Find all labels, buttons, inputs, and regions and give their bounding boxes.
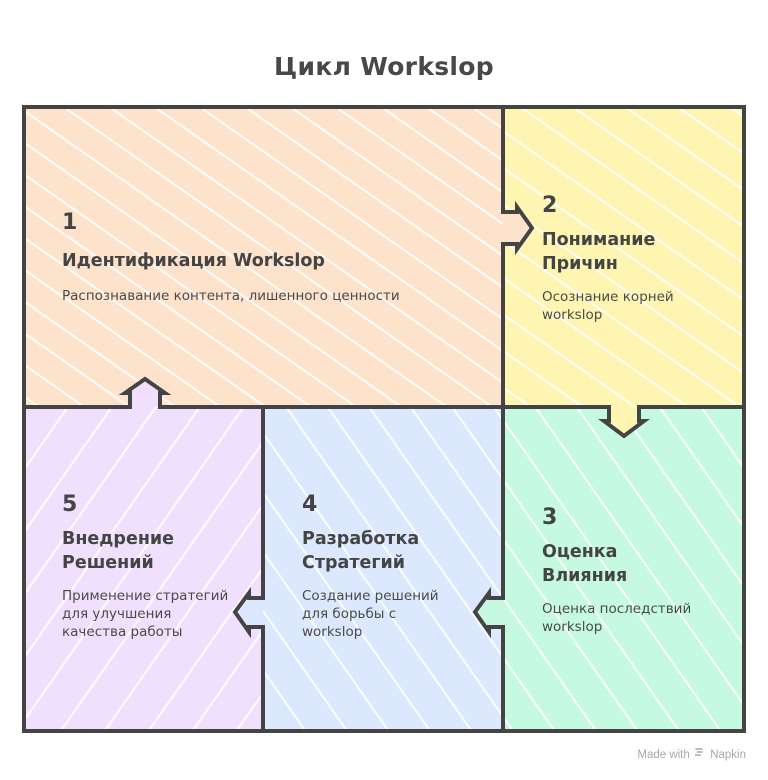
arrow-fill-2-3 bbox=[609, 407, 639, 436]
step-2-description: Осознание корней workslop bbox=[542, 289, 674, 323]
step-5-fill bbox=[24, 407, 263, 731]
step-fills bbox=[24, 107, 744, 731]
step-3-fill bbox=[503, 407, 744, 731]
step-3-description: Оценка последствий workslop bbox=[542, 601, 692, 635]
step-5-description: Применение стратегий для улучшения качес… bbox=[62, 588, 229, 640]
step-1-heading: Идентификация Workslop bbox=[62, 251, 325, 271]
step-5: 5 Внедрение Решений Применение стратегий… bbox=[62, 492, 242, 641]
step-3-heading: Оценка Влияния bbox=[542, 542, 628, 586]
napkin-brand: Napkin bbox=[710, 749, 746, 761]
step-3-number: 3 bbox=[542, 505, 558, 530]
arrow-fill-1-2 bbox=[503, 212, 532, 244]
vertical-divider-left bbox=[232, 405, 265, 733]
step-2-fill bbox=[503, 107, 744, 407]
step-2-number: 2 bbox=[542, 193, 558, 218]
step-4-heading: Разработка Стратегий bbox=[302, 529, 420, 573]
step-4: 4 Разработка Стратегий Создание решений … bbox=[302, 492, 482, 641]
step-4-number: 4 bbox=[302, 492, 318, 517]
grid-lines bbox=[22, 105, 746, 733]
step-2-heading: Понимание Причин bbox=[542, 230, 656, 274]
horizontal-divider bbox=[22, 376, 746, 439]
vertical-divider-top bbox=[501, 105, 535, 409]
outer-border bbox=[22, 105, 746, 733]
step-3: 3 Оценка Влияния Оценка последствий work… bbox=[542, 505, 727, 636]
step-1: 1 Идентификация Workslop Распознавание к… bbox=[62, 210, 482, 305]
step-1-fill bbox=[24, 107, 503, 407]
step-4-description: Создание решений для борьбы с workslop bbox=[302, 588, 439, 640]
step-5-number: 5 bbox=[62, 492, 78, 517]
step-5-heading: Внедрение Решений bbox=[62, 529, 175, 573]
vertical-divider-right bbox=[472, 405, 505, 733]
napkin-logo-icon bbox=[693, 747, 705, 761]
made-with-label: Made with bbox=[637, 749, 690, 761]
step-1-description: Распознавание контента, лишенного ценнос… bbox=[62, 288, 400, 304]
diagram-title: Цикл Workslop bbox=[274, 52, 494, 81]
step-2: 2 Понимание Причин Осознание корней work… bbox=[542, 193, 727, 324]
footer-attribution: Made with Napkin bbox=[637, 747, 746, 761]
step-4-fill bbox=[263, 407, 503, 731]
step-1-number: 1 bbox=[62, 210, 78, 235]
